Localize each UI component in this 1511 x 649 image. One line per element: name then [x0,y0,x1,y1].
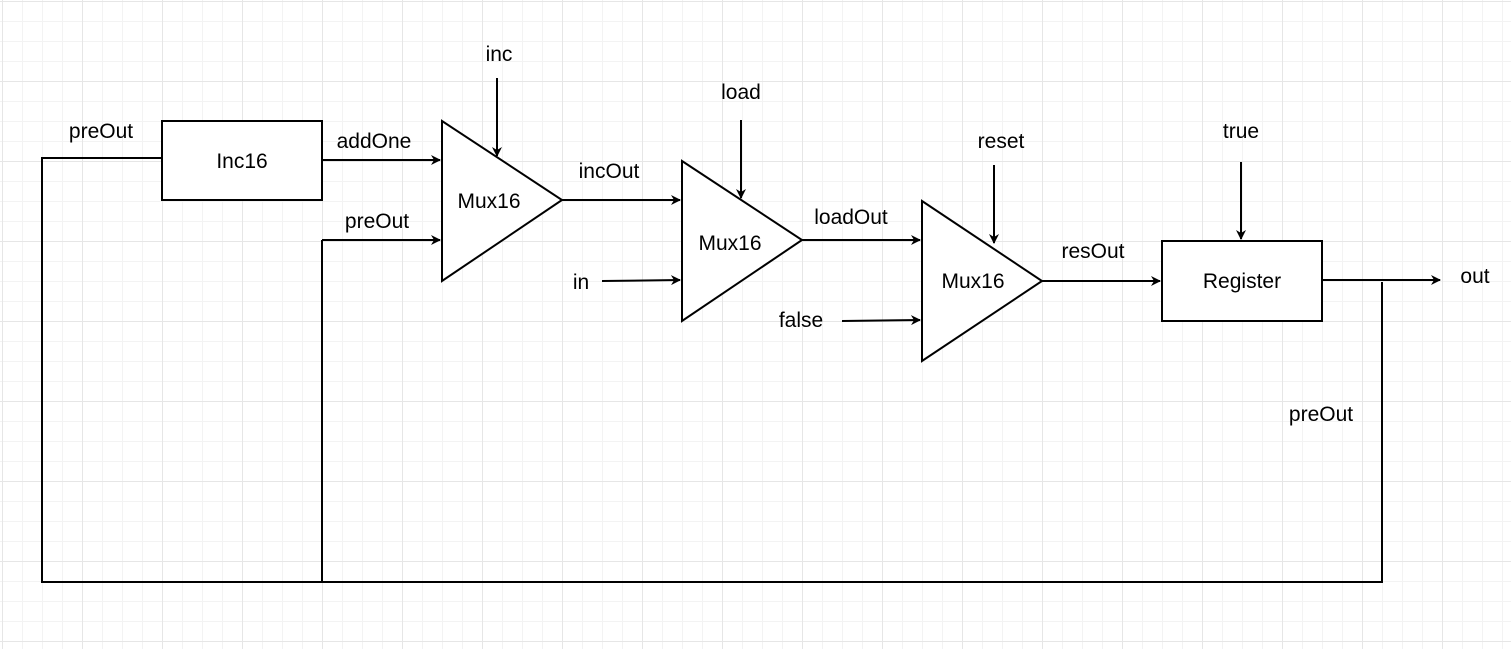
load-label: load [721,81,761,104]
loadout-label: loadOut [814,206,888,229]
inc-label: inc [486,43,513,66]
register-block [1161,240,1323,322]
inc16-label: Inc16 [216,150,267,173]
false-label: false [779,309,823,332]
resout-label: resOut [1061,240,1124,263]
preout-right-label: preOut [1289,403,1353,426]
true-label: true [1223,120,1259,143]
preout-mid-label: preOut [345,210,409,233]
mux-reset-label: Mux16 [941,270,1004,293]
preout-left-label: preOut [69,120,133,143]
out-label: out [1460,265,1489,288]
inc16-block [161,120,323,201]
mux-inc-block [441,119,564,283]
mux-load-block [681,159,804,323]
register-label: Register [1203,270,1281,293]
mux-load-label: Mux16 [698,232,761,255]
feedback-bus-wire [41,157,1383,583]
reset-label: reset [978,130,1025,153]
mux-inc-label: Mux16 [457,190,520,213]
incout-label: incOut [579,160,640,183]
false-wire [841,315,921,326]
addone-label: addOne [337,130,412,153]
mux-reset-block [921,199,1044,363]
in-label: in [573,271,589,294]
in-wire [601,275,681,286]
